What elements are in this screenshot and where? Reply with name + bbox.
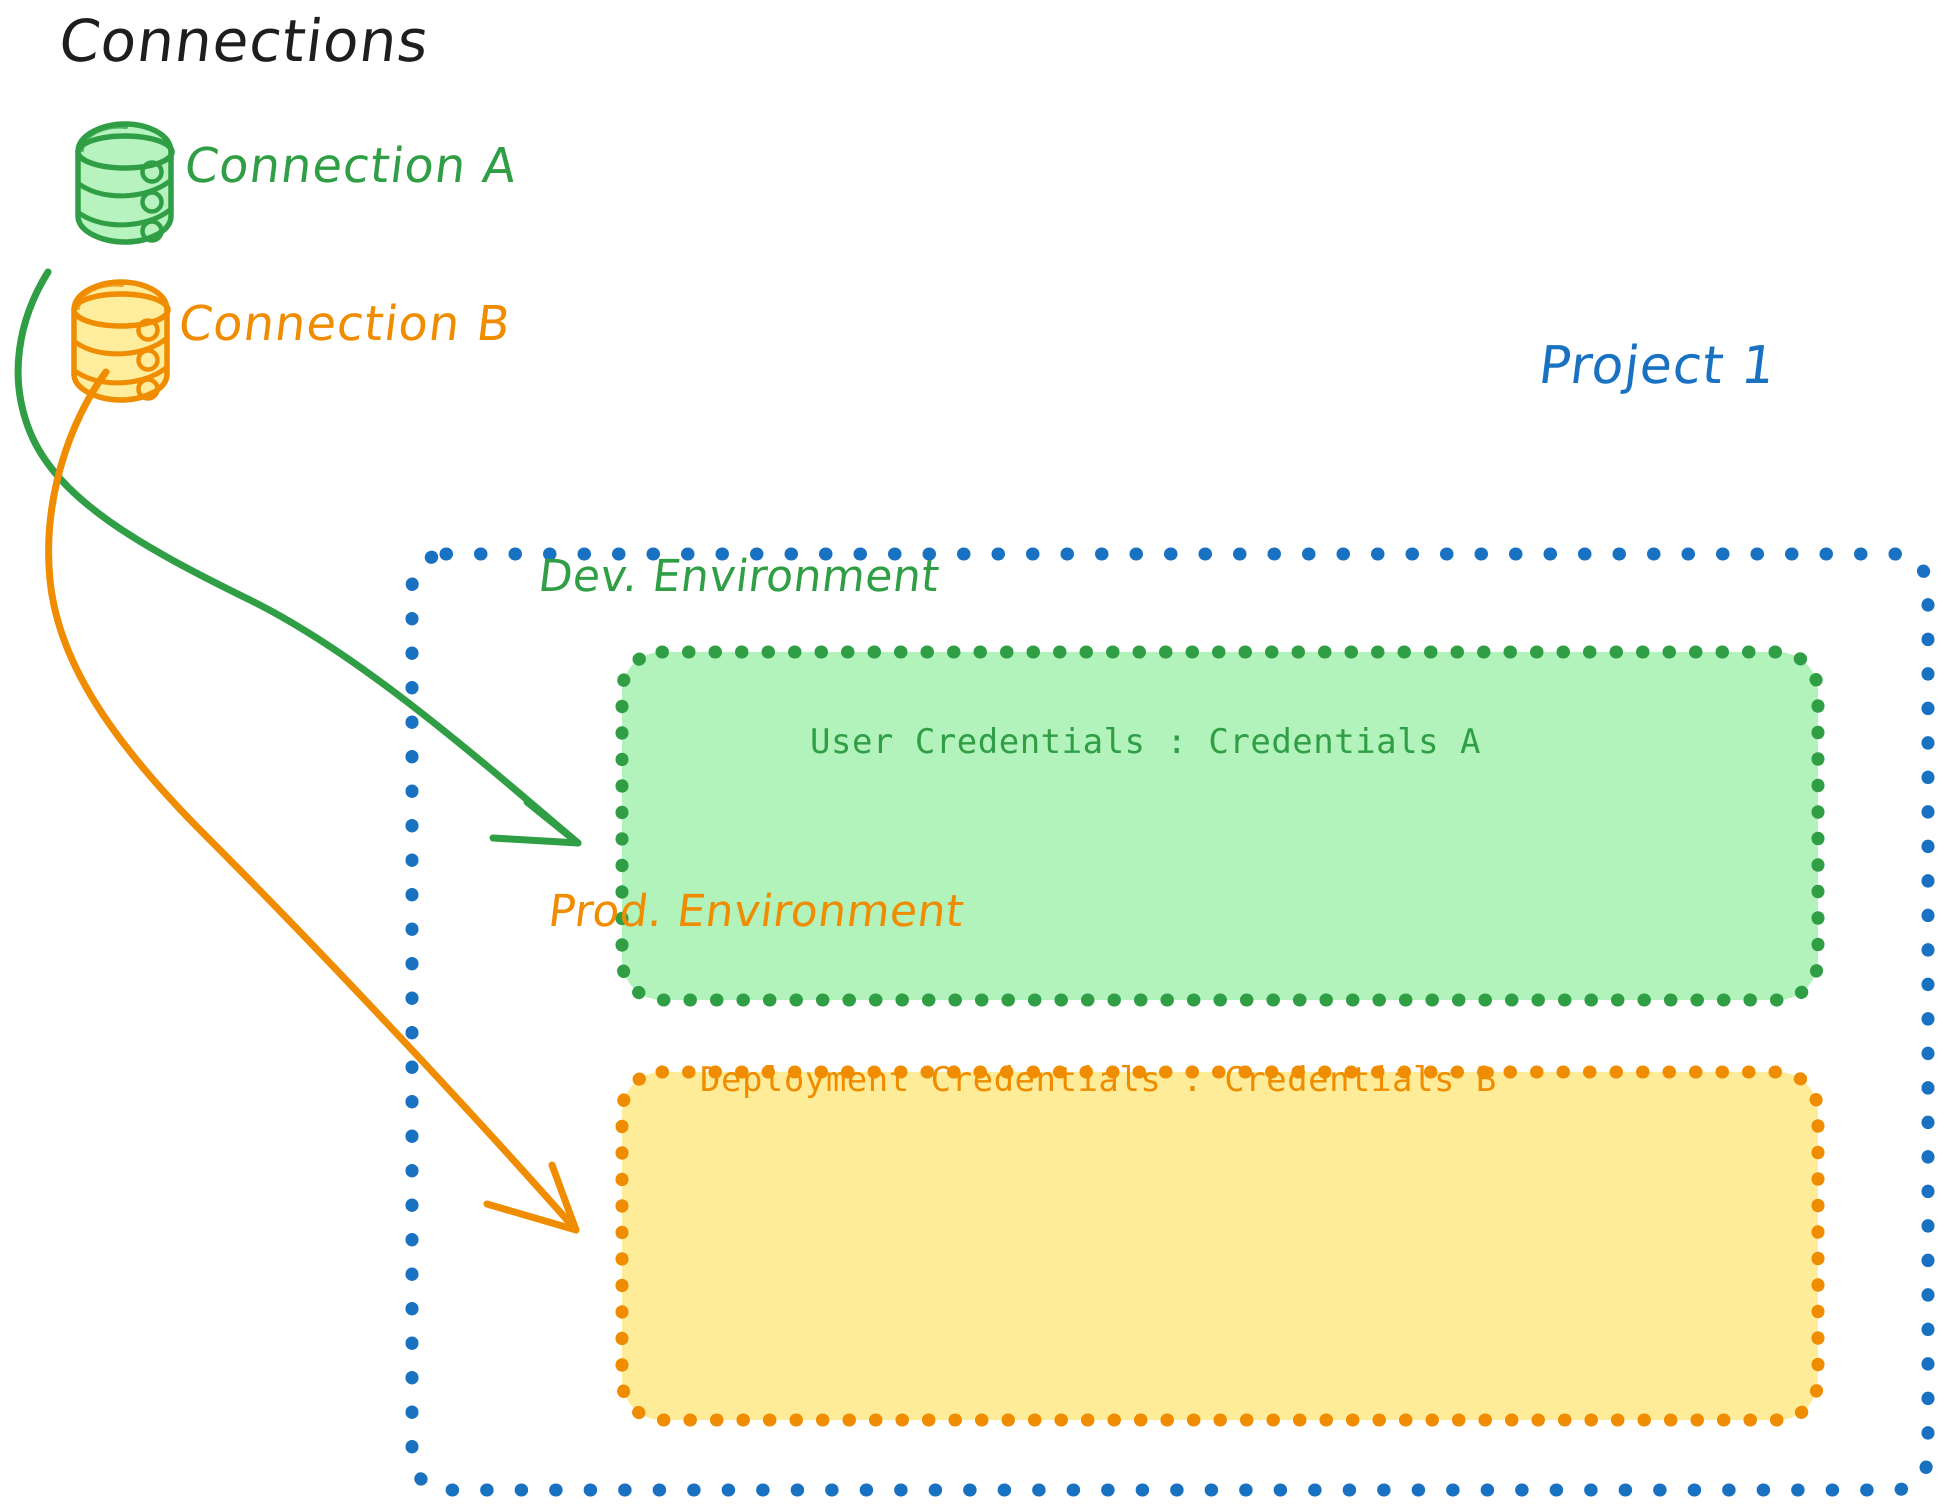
arrow-connection-b-to-prod [45, 368, 580, 1234]
prod-environment-box[interactable] [615, 1065, 1825, 1427]
connection-a-label: Connection A [181, 138, 521, 194]
dev-environment-title: Dev. Environment [535, 551, 943, 602]
connection-b-label: Connection B [175, 296, 515, 352]
page-title: Connections [55, 7, 434, 75]
database-icon-connection-b[interactable] [71, 279, 171, 403]
arrow-connection-a-to-dev [14, 268, 582, 847]
project-container[interactable] [405, 547, 1935, 1497]
prod-environment-title: Prod. Environment [545, 886, 968, 937]
project-label: Project 1 [1535, 336, 1780, 396]
database-icon-connection-a[interactable] [75, 121, 175, 245]
dev-environment-box[interactable] [615, 645, 1825, 1007]
dev-environment-credentials: User Credentials : Credentials A [810, 722, 1482, 762]
prod-environment-credentials: Deployment Credentials : Credentials B [700, 1060, 1497, 1100]
